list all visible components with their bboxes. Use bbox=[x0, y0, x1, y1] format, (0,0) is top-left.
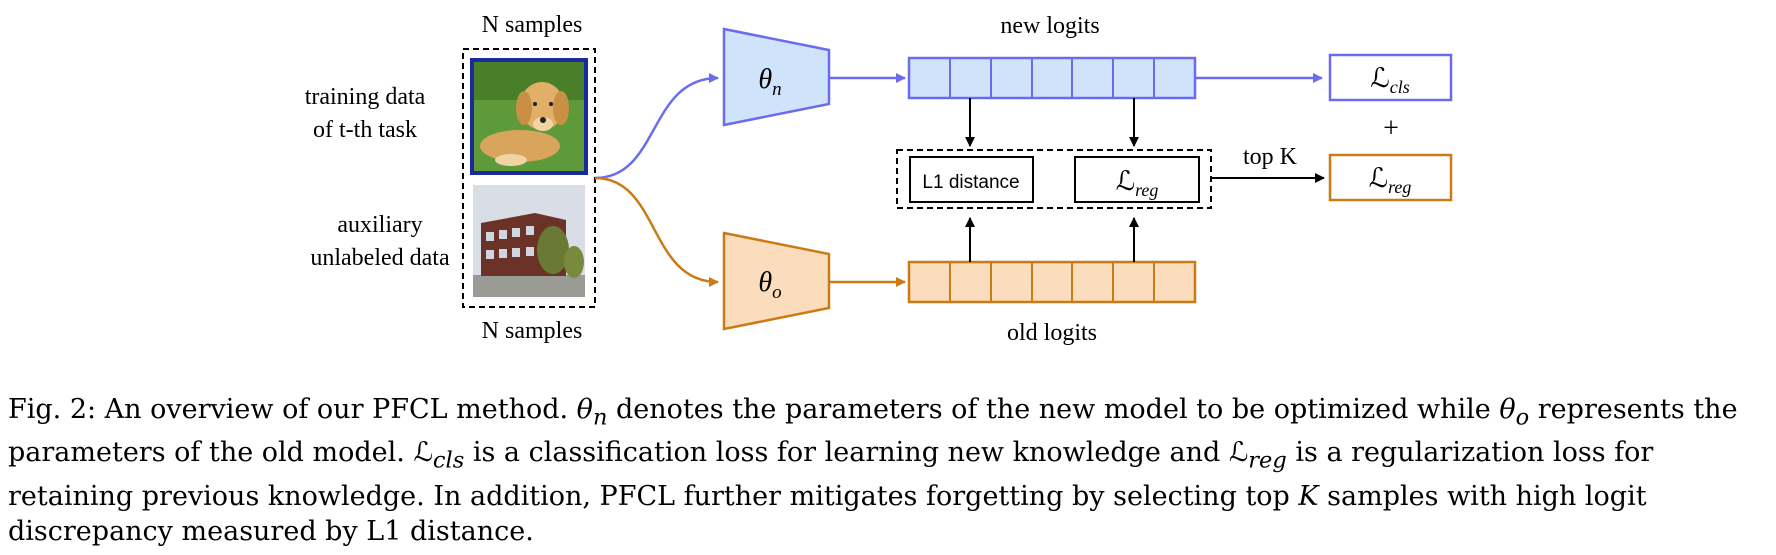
lcls-label: ℒcls bbox=[1370, 63, 1409, 97]
training-data-label-line1: training data bbox=[305, 84, 426, 110]
new-model-block bbox=[722, 27, 831, 127]
n-samples-bottom-label: N samples bbox=[482, 318, 583, 344]
n-samples-top-label: N samples bbox=[482, 12, 583, 38]
l1-distance-box bbox=[909, 156, 1034, 203]
top-k-label: top K bbox=[1243, 144, 1298, 170]
lcls-box bbox=[1328, 53, 1453, 102]
l1-distance-label: L1 distance bbox=[922, 172, 1019, 193]
auxiliary-data-label-line1: auxiliary bbox=[337, 212, 422, 238]
plus-sign: + bbox=[1383, 113, 1399, 144]
lreg-inner-box bbox=[1074, 156, 1200, 203]
old-logits-vector bbox=[907, 260, 1197, 304]
lreg-output-label: ℒreg bbox=[1369, 163, 1412, 197]
lreg-output-box bbox=[1328, 153, 1453, 202]
arrow-to-new-model bbox=[594, 73, 719, 180]
old-logits-label: old logits bbox=[1007, 320, 1097, 346]
arrow-to-old-model bbox=[594, 176, 719, 287]
new-logits-vector bbox=[907, 56, 1197, 100]
auxiliary-image-building bbox=[473, 185, 585, 297]
training-data-label-line2: of t-th task bbox=[313, 117, 417, 143]
figure-caption: Fig. 2: An overview of our PFCL method. … bbox=[8, 394, 1738, 547]
training-image-dog bbox=[470, 58, 588, 175]
theta-n-label: θn bbox=[758, 64, 781, 100]
new-logits-label: new logits bbox=[1000, 13, 1099, 39]
lreg-inner-label: ℒreg bbox=[1116, 166, 1159, 200]
auxiliary-data-label-line2: unlabeled data bbox=[310, 245, 450, 271]
theta-o-label: θo bbox=[758, 267, 781, 303]
old-model-block bbox=[722, 231, 831, 331]
